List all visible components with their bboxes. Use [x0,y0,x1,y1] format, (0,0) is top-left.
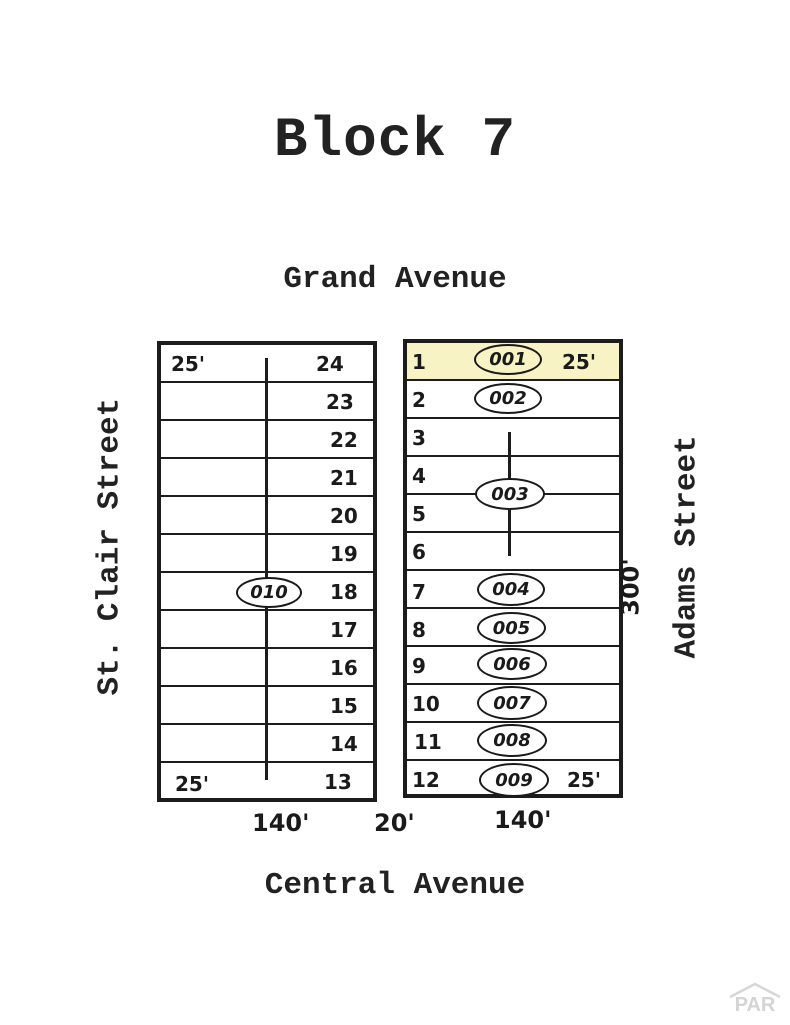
parcel-006-oval[interactable]: 006 [477,648,547,680]
lot-number: 4 [412,464,426,488]
lot-number: 22 [330,428,358,452]
lot-5[interactable] [407,495,619,533]
street-east-label: Adams Street [669,435,705,659]
street-south-label: Central Avenue [264,868,526,903]
parcel-007-oval[interactable]: 007 [477,686,547,720]
lot-3[interactable] [407,419,619,457]
lot-number: 10 [412,692,440,716]
parcel-010-oval[interactable]: 010 [236,577,302,608]
lot-2[interactable] [407,381,619,419]
lot-number: 15 [330,694,358,718]
lot-number: 2 [412,388,426,412]
lot-number: 24 [316,352,344,376]
lot-9[interactable] [407,647,619,685]
lot-number: 8 [412,618,426,642]
lot-number: 18 [330,580,358,604]
lot-7[interactable] [407,571,619,609]
lot-number: 12 [412,768,440,792]
lot-number: 3 [412,426,426,450]
frontage-label: 25' [171,352,205,376]
lot-number: 21 [330,466,358,490]
lot-8[interactable] [407,609,619,647]
west-block-width-dimension: 140' [252,809,310,837]
lot-number: 20 [330,504,358,528]
lot-11[interactable] [407,723,619,761]
block-title: Block 7 [273,108,517,172]
house-roof-icon [729,982,781,999]
parcel-010-span-line [265,358,268,780]
lot-number: 6 [412,540,426,564]
lot-number: 11 [414,730,442,754]
parcel-003-oval[interactable]: 003 [475,478,545,510]
street-north-label: Grand Avenue [283,262,507,297]
lot-number: 17 [330,618,358,642]
parcel-002-oval[interactable]: 002 [474,383,542,414]
frontage-label: 25' [175,772,209,796]
east-block-width-dimension: 140' [494,806,552,834]
parcel-005-oval[interactable]: 005 [477,612,546,644]
lot-number: 13 [324,770,352,794]
lot-number: 5 [412,502,426,526]
lot-number: 16 [330,656,358,680]
par-watermark-logo: PAR [726,980,784,1020]
street-west-label: St. Clair Street [92,397,128,696]
lot-number: 19 [330,542,358,566]
lot-number: 7 [412,580,426,604]
lot-number: 14 [330,732,358,756]
lot-10[interactable] [407,685,619,723]
frontage-label: 25' [562,350,596,374]
lot-6[interactable] [407,533,619,571]
lot-number: 9 [412,654,426,678]
parcel-009-oval[interactable]: 009 [479,763,549,797]
frontage-label: 25' [567,768,601,792]
parcel-004-oval[interactable]: 004 [477,573,545,606]
lot-number: 1 [412,350,426,374]
block-depth-dimension: 300' [616,558,645,616]
parcel-001-oval[interactable]: 001 [474,344,542,375]
lot-number: 23 [326,390,354,414]
parcel-008-oval[interactable]: 008 [477,724,547,757]
watermark-text: PAR [734,994,776,1016]
alley-width-dimension: 20' [374,809,415,837]
